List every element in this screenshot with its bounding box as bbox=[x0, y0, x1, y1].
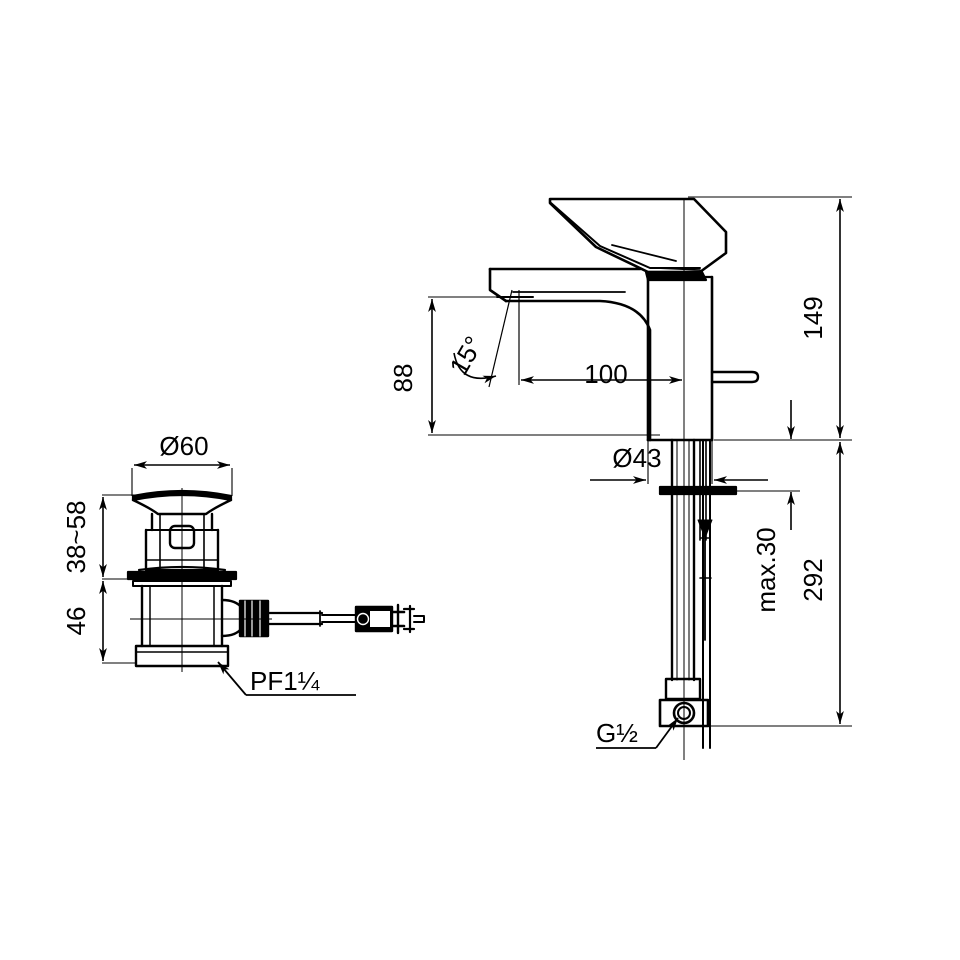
dimension-38-58-label: 38~58 bbox=[61, 500, 91, 573]
dimension-100-label: 100 bbox=[584, 359, 627, 389]
faucet-centerlines bbox=[428, 196, 852, 760]
dimension-d60-label: Ø60 bbox=[159, 431, 208, 461]
dimension-d60: Ø60 bbox=[134, 431, 230, 469]
faucet-body-column bbox=[646, 275, 714, 442]
dimension-46: 46 bbox=[61, 581, 107, 661]
drain-centerlines bbox=[102, 468, 272, 672]
drain-thread-callout: PF1¼ bbox=[217, 661, 356, 696]
dimension-292: 292 bbox=[798, 442, 844, 724]
dimension-max30-label: max.30 bbox=[751, 527, 781, 612]
dimension-38-58: 38~58 bbox=[61, 497, 107, 577]
dimension-88: 88 bbox=[388, 299, 436, 433]
dimension-46-label: 46 bbox=[61, 607, 91, 636]
dimension-d43-label: Ø43 bbox=[612, 443, 661, 473]
dimension-292-label: 292 bbox=[798, 558, 828, 601]
faucet-shank bbox=[670, 438, 696, 682]
dimension-149-label: 149 bbox=[798, 296, 828, 339]
drain-thread-label: PF1¼ bbox=[250, 666, 320, 696]
drain-rod-coupling bbox=[354, 603, 425, 635]
dimension-max30: max.30 bbox=[751, 400, 795, 613]
dimension-149: 149 bbox=[798, 199, 844, 438]
supply-thread-callout: G½ bbox=[596, 717, 679, 749]
dimension-100: 100 bbox=[521, 359, 682, 389]
popup-lift-knob bbox=[710, 370, 760, 384]
drain-lift-rod bbox=[266, 610, 357, 627]
supply-thread-label: G½ bbox=[596, 718, 638, 748]
dimension-88-label: 88 bbox=[388, 364, 418, 393]
popup-pull-rod bbox=[702, 439, 711, 749]
dimension-d43: Ø43 bbox=[590, 440, 768, 484]
